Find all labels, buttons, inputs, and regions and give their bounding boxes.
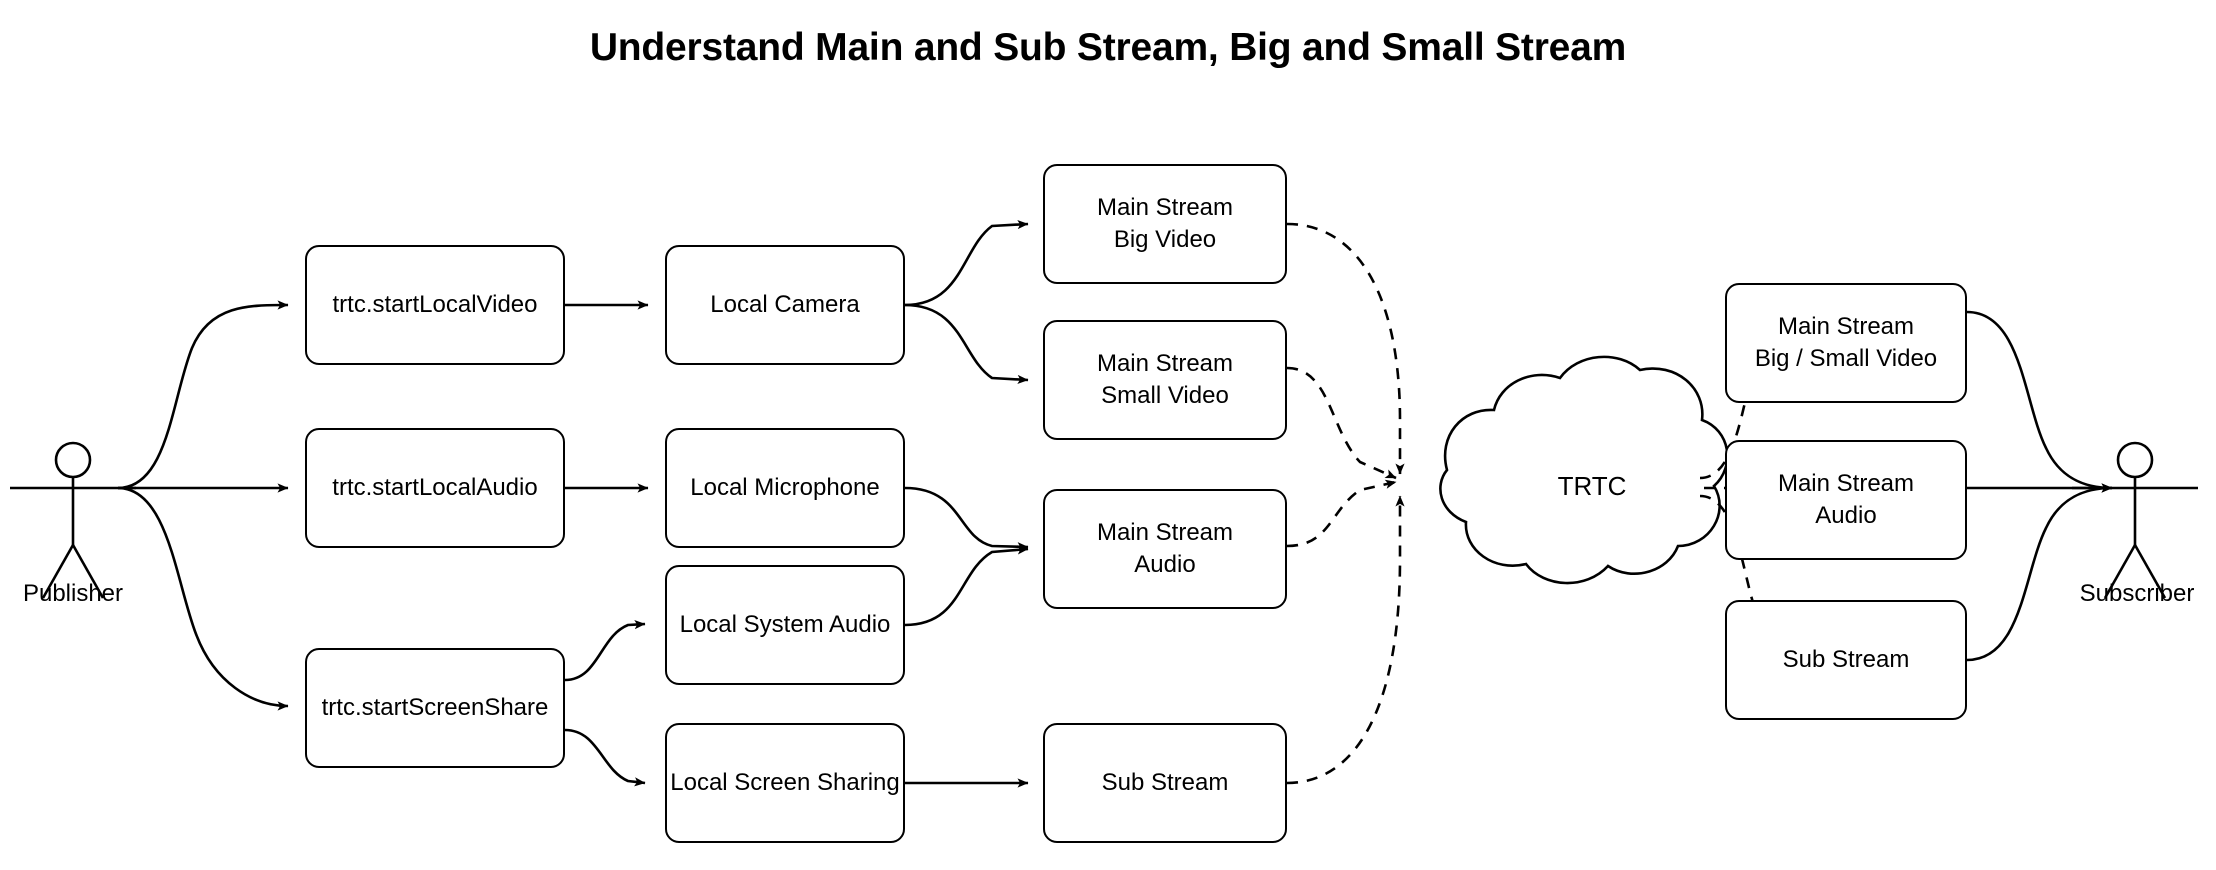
node-local-system-audio[interactable]: Local System Audio (665, 565, 905, 685)
node-start-local-video[interactable]: trtc.startLocalVideo (305, 245, 565, 365)
page-title: Understand Main and Sub Stream, Big and … (589, 26, 1627, 69)
publisher-label: Publisher (22, 580, 124, 607)
node-main-stream-small-video[interactable]: Main Stream Small Video (1043, 320, 1287, 440)
node-local-screen-sharing[interactable]: Local Screen Sharing (665, 723, 905, 843)
trtc-cloud-label: TRTC (1557, 471, 1627, 501)
publisher-figure (10, 441, 136, 599)
node-start-screen-share[interactable]: trtc.startScreenShare (305, 648, 565, 768)
node-sub-main-big-small-video[interactable]: Main Stream Big / Small Video (1725, 283, 1967, 403)
trtc-cloud-shape (1439, 355, 1729, 585)
subscriber-label: Subscriber (2079, 580, 2195, 607)
subscriber-figure (2072, 441, 2198, 599)
node-sub-main-audio[interactable]: Main Stream Audio (1725, 440, 1967, 560)
node-sub-stream[interactable]: Sub Stream (1043, 723, 1287, 843)
node-main-stream-audio[interactable]: Main Stream Audio (1043, 489, 1287, 609)
node-local-microphone[interactable]: Local Microphone (665, 428, 905, 548)
node-local-camera[interactable]: Local Camera (665, 245, 905, 365)
node-main-stream-big-video[interactable]: Main Stream Big Video (1043, 164, 1287, 284)
node-start-local-audio[interactable]: trtc.startLocalAudio (305, 428, 565, 548)
node-sub-substream[interactable]: Sub Stream (1725, 600, 1967, 720)
